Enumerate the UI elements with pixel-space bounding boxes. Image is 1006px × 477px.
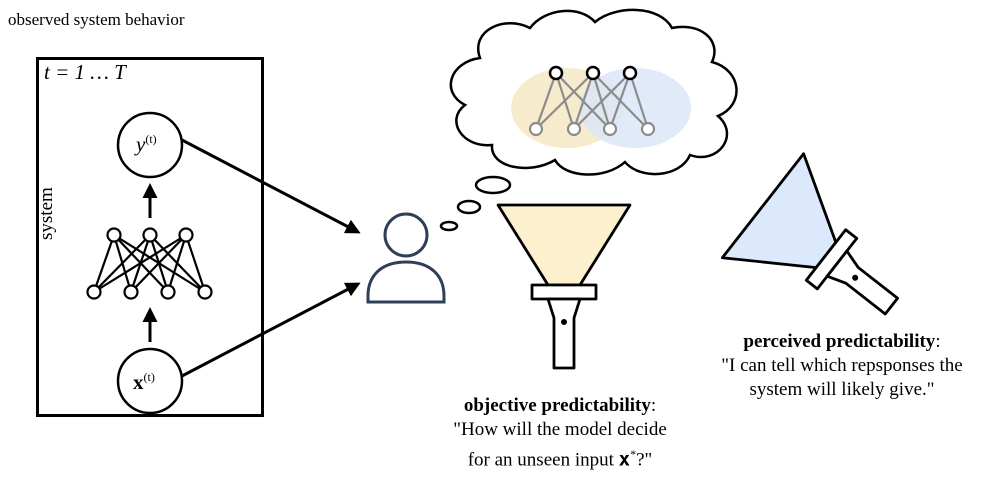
cloud-network-left [528,72,631,137]
flashlight-icon [496,203,632,370]
x-node-label: x(t) [133,370,155,394]
arrow-x-to-person [181,282,361,378]
thought-bubble-small [439,220,459,232]
objective-title: objective predictability [463,395,651,416]
flashlight-tilted-icon [720,152,899,316]
cloud-network-right [555,72,656,137]
perceived-caption: perceived predictability: "I can tell wh… [684,330,1000,402]
perceived-quote-line2: system will likely give." [749,379,935,400]
cloud-network-top-nodes [548,65,638,81]
x-node-circle [116,347,184,415]
neural-network-icon [86,227,213,300]
arrow-y-to-person [181,138,361,234]
perceived-title: perceived predictability [743,331,936,352]
objective-caption: objective predictability: "How will the … [410,394,710,472]
perceived-quote-line1: "I can tell which repsponses the [721,355,963,376]
person-icon [366,212,446,304]
top-caption: observed system behavior [8,10,185,29]
time-label: t = 1 … T [44,60,126,84]
objective-quote-line1: "How will the model decide [453,419,667,440]
thought-bubble-large [474,175,512,195]
thought-bubble-medium [456,199,482,215]
system-box [36,57,264,417]
y-node-label: y(t) [136,132,157,156]
objective-quote-line2: for an unseen input x*?" [467,447,653,471]
y-node-circle [116,111,184,179]
